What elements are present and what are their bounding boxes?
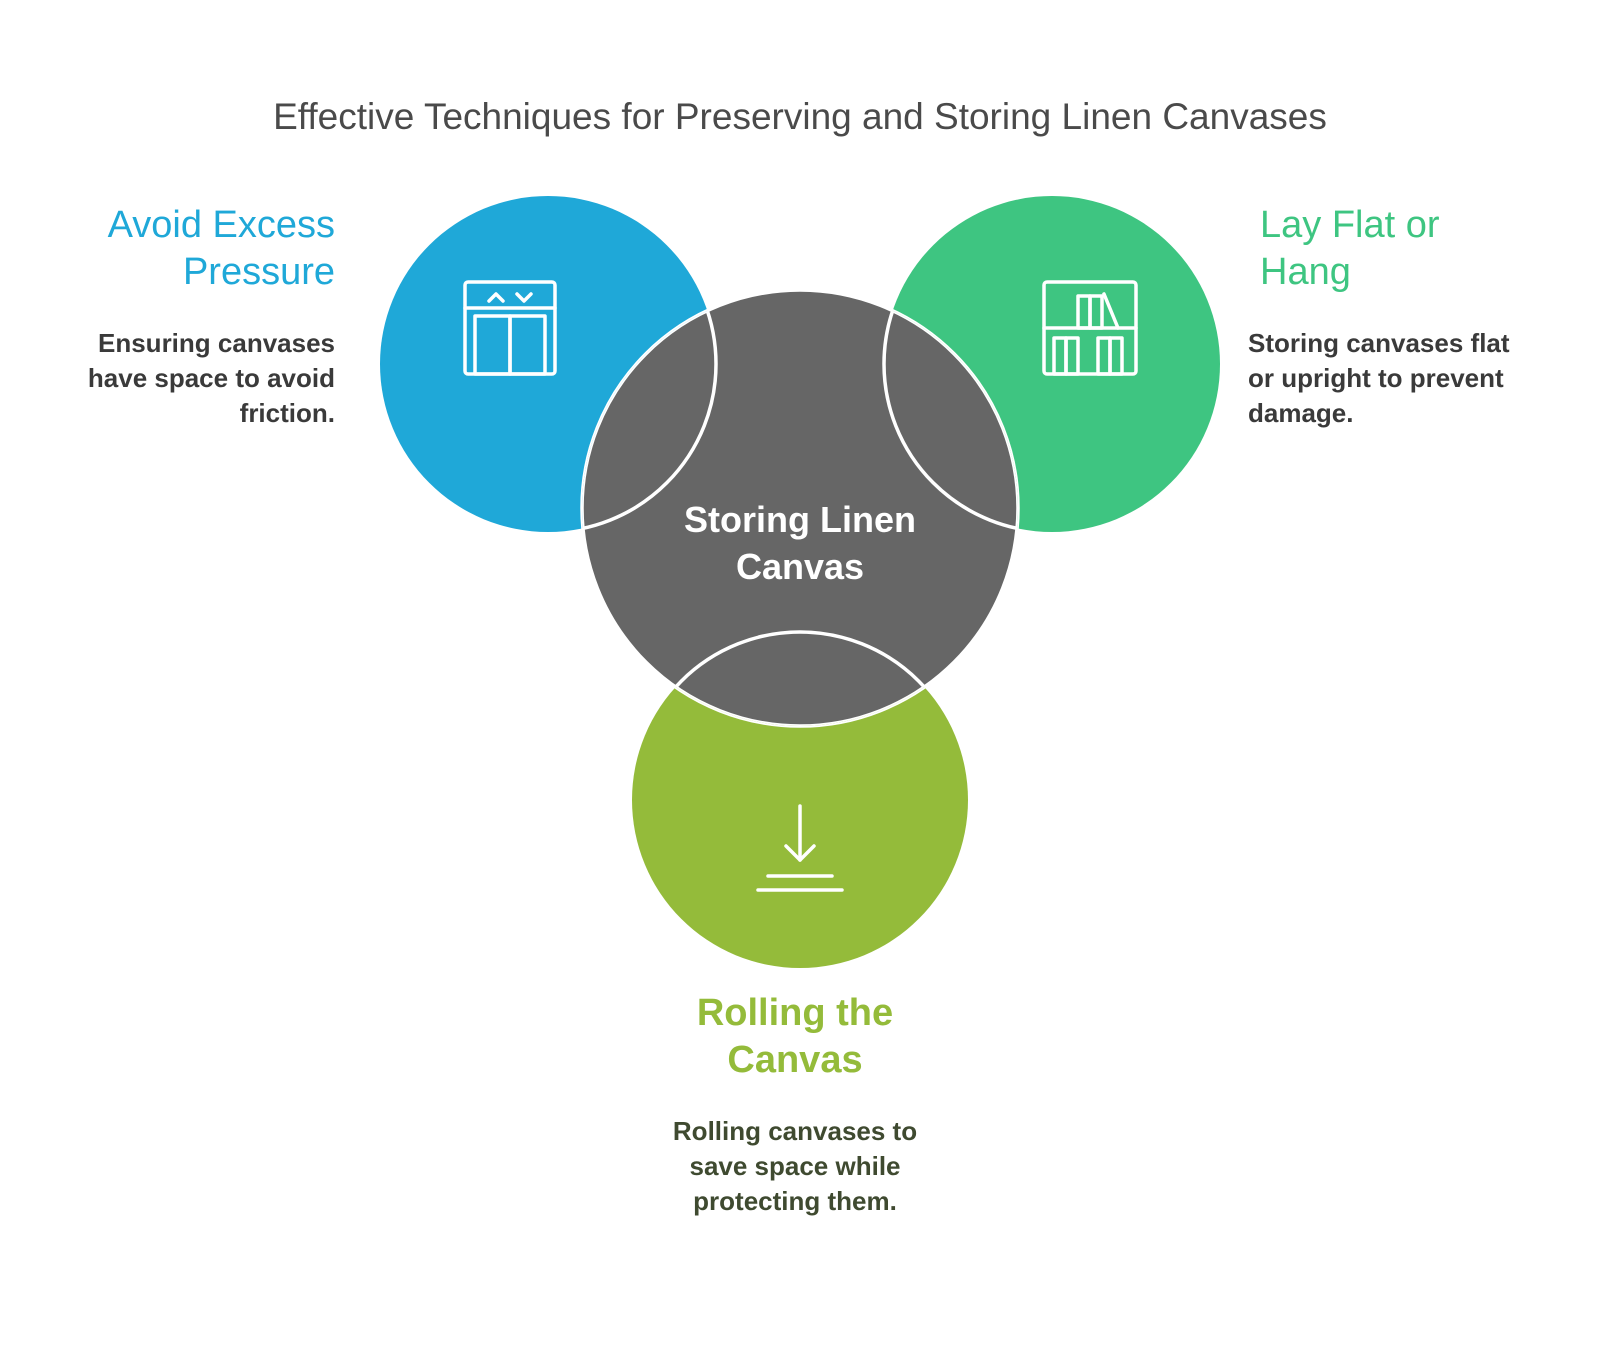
download-to-surface-icon [756, 804, 844, 892]
avoid-pressure-title: Avoid Excess Pressure [107, 204, 335, 293]
rolling-canvas-title: Rolling the Canvas [696, 992, 894, 1081]
bookshelf-icon [1042, 280, 1138, 376]
page-title: Effective Techniques for Preserving and … [273, 96, 1327, 137]
rolling-canvas-description: Rolling canvases to save space while pro… [672, 1116, 918, 1216]
lay-flat-title: Lay Flat or Hang [1260, 204, 1440, 293]
storing-linen-canvas-circle [582, 290, 1018, 726]
avoid-pressure-description: Ensuring canvases have space to avoid fr… [87, 328, 335, 428]
lay-flat-description: Storing canvases flat or upright to prev… [1248, 328, 1510, 428]
elevator-icon [463, 280, 557, 376]
center-label: Storing Linen Canvas [684, 499, 916, 587]
